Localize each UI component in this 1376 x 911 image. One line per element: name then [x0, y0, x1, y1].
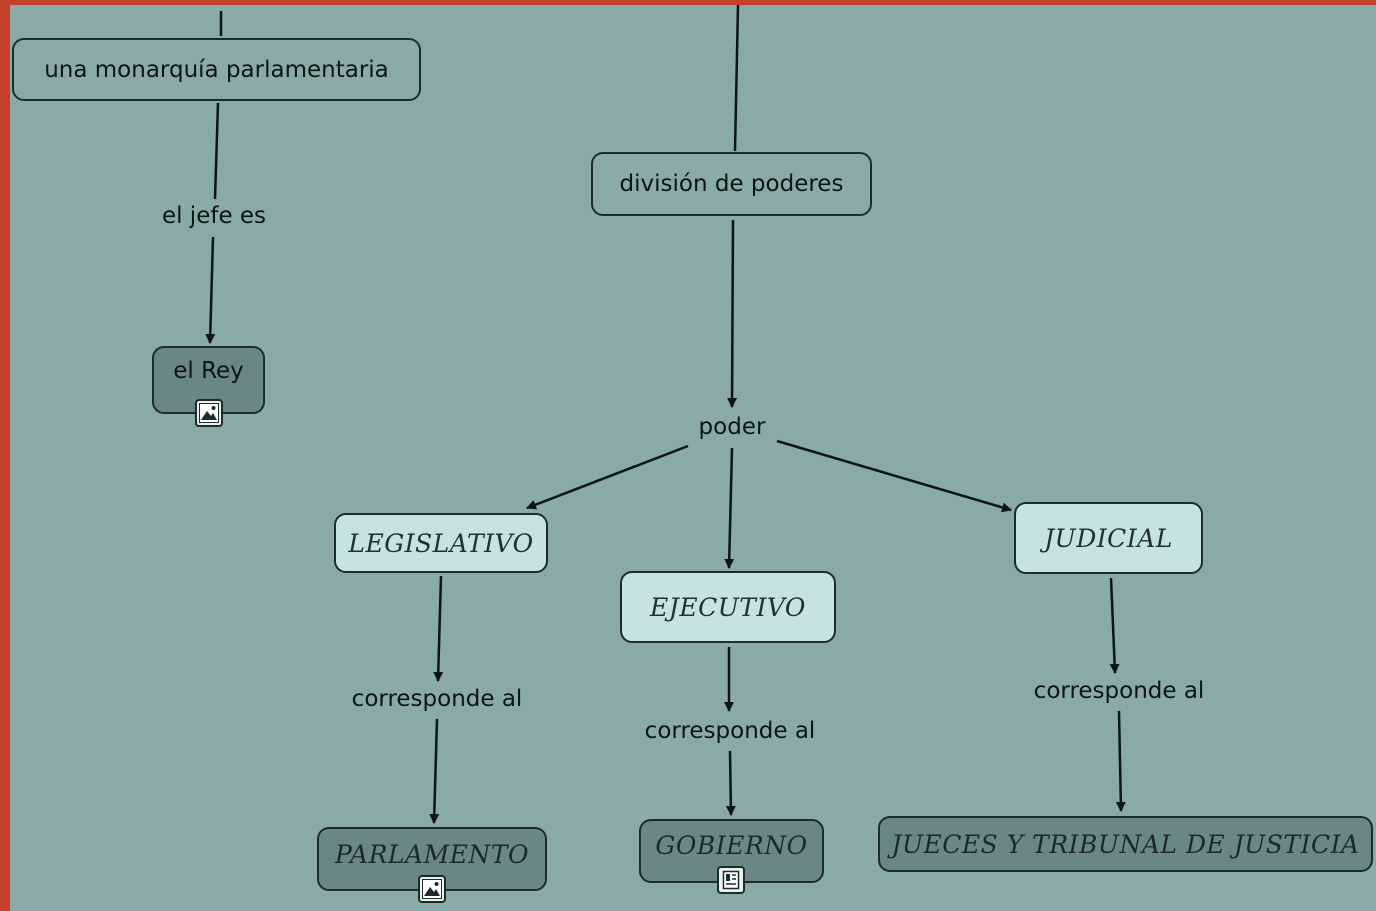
image-icon[interactable]	[418, 875, 446, 903]
link-corresponde-ejecutivo: corresponde al	[640, 718, 820, 744]
node-legislativo-label: LEGISLATIVO	[348, 528, 534, 558]
edge-poder-ejecutivo	[724, 447, 735, 569]
node-rey-label: el Rey	[173, 358, 244, 384]
edge-monarquia-jefe	[213, 102, 220, 200]
node-monarquia-label: una monarquía parlamentaria	[44, 56, 389, 83]
node-legislativo[interactable]: LEGISLATIVO	[334, 513, 548, 573]
concept-map-canvas: una monarquía parlamentaria el Rey divis…	[10, 5, 1376, 911]
node-division-label: división de poderes	[619, 171, 844, 197]
edge-corresponde-parlamento	[429, 718, 440, 824]
edge-incoming-division	[733, 5, 740, 152]
link-poder: poder	[694, 414, 770, 440]
node-jueces-label: JUECES Y TRIBUNAL DE JUSTICIA	[891, 829, 1360, 859]
document-icon[interactable]	[717, 866, 745, 894]
edge-jefe-rey	[205, 236, 216, 344]
node-judicial-label: JUDICIAL	[1044, 523, 1173, 553]
node-jueces-y-tribunal[interactable]: JUECES Y TRIBUNAL DE JUSTICIA	[878, 816, 1373, 872]
edge-poder-legislativo	[526, 444, 689, 510]
edge-division-poder	[727, 219, 738, 408]
edge-corresponde-jueces	[1115, 710, 1126, 812]
node-gobierno[interactable]: GOBIERNO	[639, 819, 824, 883]
connection-lines	[205, 5, 1126, 824]
link-corresponde-judicial: corresponde al	[1029, 678, 1209, 704]
link-corresponde-legislativo: corresponde al	[347, 686, 527, 712]
edge-poder-judicial	[776, 439, 1012, 513]
node-division-de-poderes[interactable]: división de poderes	[591, 152, 872, 216]
edge-legislativo-corresponde	[433, 575, 444, 682]
image-icon[interactable]	[195, 399, 223, 427]
edge-judicial-corresponde	[1109, 577, 1120, 674]
node-parlamento-label: PARLAMENTO	[335, 840, 529, 869]
node-monarquia-parlamentaria[interactable]: una monarquía parlamentaria	[12, 38, 421, 101]
node-gobierno-label: GOBIERNO	[655, 831, 808, 860]
node-judicial[interactable]: JUDICIAL	[1014, 502, 1203, 574]
node-ejecutivo-label: EJECUTIVO	[650, 592, 806, 622]
link-el-jefe-es: el jefe es	[157, 203, 271, 229]
node-ejecutivo[interactable]: EJECUTIVO	[620, 571, 836, 643]
edge-corresponde-gobierno	[725, 750, 736, 816]
